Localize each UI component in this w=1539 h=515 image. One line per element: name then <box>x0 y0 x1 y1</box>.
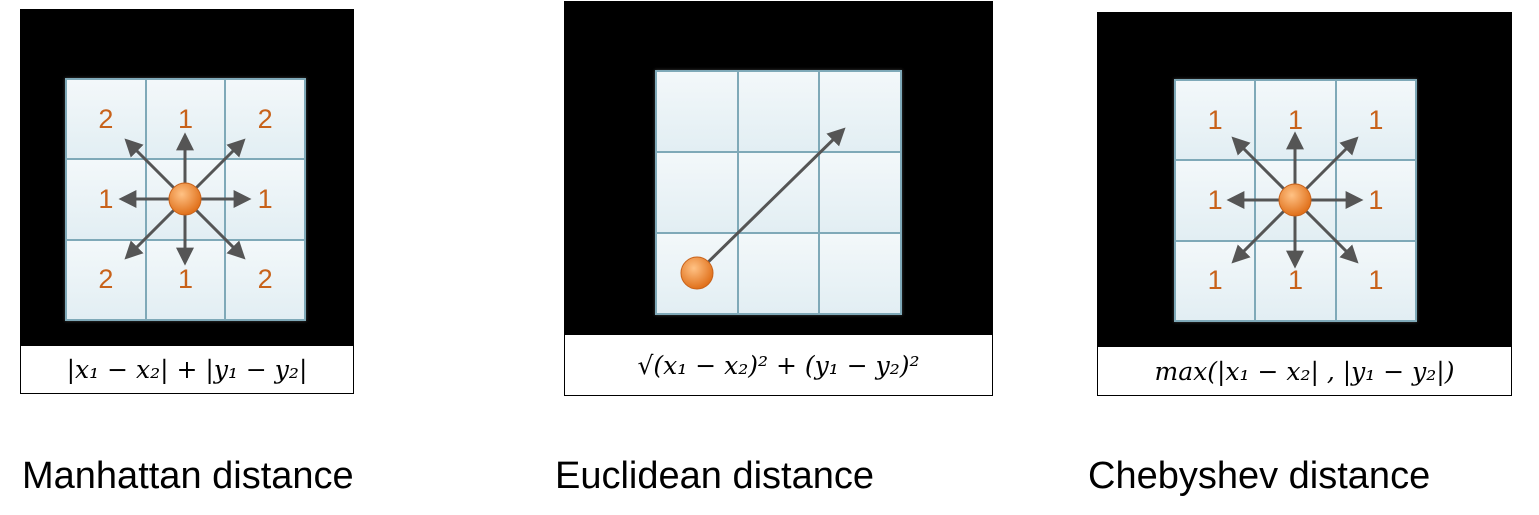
chebyshev-cell: 1 <box>1335 160 1416 241</box>
chebyshev-cell: 1 <box>1255 240 1336 321</box>
euclidean-cell <box>656 152 738 233</box>
manhattan-panel: 2 1 2 1 1 2 1 2 <box>20 9 354 345</box>
euclidean-cell <box>819 152 901 233</box>
euclidean-cell <box>656 233 738 314</box>
manhattan-cell <box>145 159 226 240</box>
euclidean-cell <box>737 71 820 152</box>
euclidean-caption: Euclidean distance <box>555 455 874 497</box>
euclidean-formula: √(x₁ − x₂)² + (y₁ − y₂)² <box>564 334 993 396</box>
chebyshev-grid: 1 1 1 1 1 1 1 1 <box>1174 79 1417 322</box>
manhattan-cell: 2 <box>225 239 305 320</box>
chebyshev-cell: 1 <box>1335 240 1416 321</box>
manhattan-cell: 1 <box>66 159 146 240</box>
euclidean-cell <box>819 233 901 314</box>
chebyshev-cell: 1 <box>1175 80 1256 161</box>
chebyshev-cell <box>1255 160 1336 241</box>
chebyshev-panel: 1 1 1 1 1 1 1 1 <box>1097 12 1512 346</box>
manhattan-cell: 1 <box>145 79 226 160</box>
euclidean-cell <box>737 233 820 314</box>
chebyshev-cell: 1 <box>1175 240 1256 321</box>
chebyshev-cell: 1 <box>1335 80 1416 161</box>
chebyshev-cell: 1 <box>1175 160 1256 241</box>
manhattan-grid: 2 1 2 1 1 2 1 2 <box>65 78 306 321</box>
euclidean-panel <box>564 1 993 334</box>
euclidean-cell <box>737 152 820 233</box>
chebyshev-caption: Chebyshev distance <box>1088 455 1431 497</box>
euclidean-grid <box>655 70 902 315</box>
manhattan-cell: 2 <box>66 79 146 160</box>
manhattan-cell: 1 <box>145 239 226 320</box>
euclidean-cell <box>656 71 738 152</box>
manhattan-cell: 2 <box>66 239 146 320</box>
manhattan-cell: 2 <box>225 79 305 160</box>
manhattan-cell: 1 <box>225 159 305 240</box>
chebyshev-cell: 1 <box>1255 80 1336 161</box>
manhattan-caption: Manhattan distance <box>22 455 354 497</box>
chebyshev-formula: max(|x₁ − x₂| , |y₁ − y₂|) <box>1097 346 1512 396</box>
manhattan-formula: |x₁ − x₂| + |y₁ − y₂| <box>20 345 354 394</box>
euclidean-cell <box>819 71 901 152</box>
